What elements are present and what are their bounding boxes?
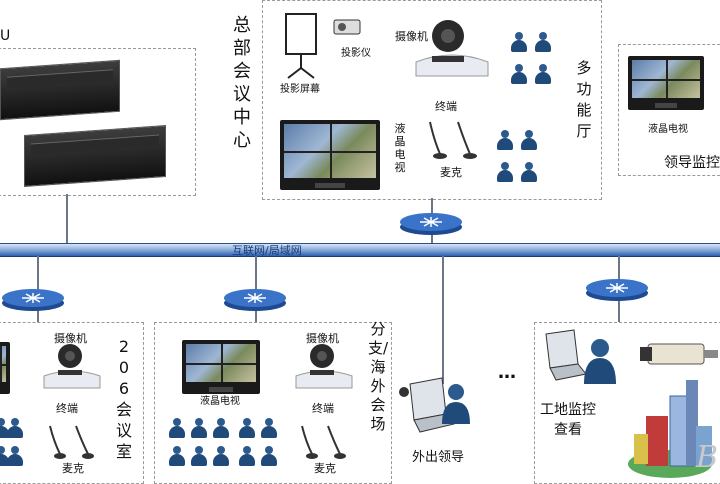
person-icon [496, 130, 514, 150]
person-icon [190, 446, 208, 466]
branch-lcd-tv-label: 液晶电视 [200, 396, 240, 407]
person-icon [0, 418, 10, 438]
person-icon [212, 418, 230, 438]
person-icon [6, 418, 24, 438]
projection-screen-label: 投影屏幕 [280, 84, 320, 95]
city-buildings-icon [628, 380, 712, 478]
mcu-label: U [0, 28, 11, 44]
mcu-server-bottom [24, 125, 166, 187]
person-icon [0, 446, 10, 466]
room206-router-icon [2, 289, 64, 311]
person-icon [534, 64, 552, 84]
projector-label: 投影仪 [341, 48, 371, 59]
person-icon [260, 446, 278, 466]
person-icon [534, 32, 552, 52]
person-icon [238, 446, 256, 466]
person-icon [238, 418, 256, 438]
room206-microphone-label: 麦克 [62, 462, 84, 475]
projector-icon [333, 19, 361, 35]
branch-microphone-icon [301, 425, 346, 459]
ellipsis-label: … [498, 362, 516, 383]
room206-microphone-icon [49, 425, 94, 459]
branch-terminal-label: 终端 [312, 402, 334, 415]
person-icon [212, 446, 230, 466]
branch-lcd-tv-icon [182, 340, 260, 394]
person-icon [168, 446, 186, 466]
hq-camera-icon [415, 20, 489, 77]
link-mobile [442, 256, 444, 384]
leader-monitor-label: 领导监控 [664, 155, 720, 171]
person-icon [6, 446, 24, 466]
hq-microphone-icon [429, 121, 477, 159]
network-label: 互联网/局域网 [232, 244, 302, 257]
leader-lcd-tv-icon [628, 56, 704, 110]
mobile-leader-label: 外出领导 [412, 450, 465, 465]
room206-lcd-tv-icon [0, 342, 10, 394]
room206-label: 206会议室 [115, 337, 132, 461]
watermark-letter: B [696, 440, 719, 475]
room206-terminal-label: 终端 [56, 402, 78, 415]
link-room206 [37, 256, 39, 322]
network-bus [0, 243, 720, 257]
hq-router-icon [400, 213, 462, 235]
site-monitor-label: 工地监控查看 [540, 402, 596, 438]
person-icon [520, 130, 538, 150]
mcu-server-top [0, 59, 120, 121]
person-icon [510, 64, 528, 84]
multi-function-hall-label: 多功能厅 [576, 59, 592, 140]
person-icon [260, 418, 278, 438]
person-icon [190, 418, 208, 438]
branch-microphone-label: 麦克 [314, 462, 336, 475]
room206-camera-label: 摄像机 [54, 332, 87, 345]
hq-lcd-tv-label: 液晶电视 [394, 122, 406, 174]
link-mcu [66, 194, 68, 244]
room206-camera-icon [43, 344, 101, 389]
person-icon [520, 162, 538, 182]
branch-camera-icon [295, 344, 353, 389]
site-laptop-user-icon [545, 329, 616, 384]
hq-terminal-label: 终端 [435, 100, 457, 113]
security-camera-icon [640, 343, 718, 365]
branch-label: 分支/海外会场 [368, 320, 389, 433]
branch-camera-label: 摄像机 [306, 332, 339, 345]
branch-router-icon [224, 289, 286, 311]
laptop-user-icon [399, 377, 470, 433]
hq-camera-label: 摄像机 [395, 30, 428, 43]
site-router-icon [586, 279, 648, 301]
projection-screen-icon [285, 13, 317, 79]
hq-title: 总部会议中心 [233, 15, 251, 151]
person-icon [168, 418, 186, 438]
leader-lcd-tv-label: 液晶电视 [648, 124, 688, 135]
hq-lcd-tv-icon [280, 120, 380, 190]
person-icon [496, 162, 514, 182]
link-branch [255, 256, 257, 322]
person-icon [510, 32, 528, 52]
hq-microphone-label: 麦克 [440, 166, 462, 179]
